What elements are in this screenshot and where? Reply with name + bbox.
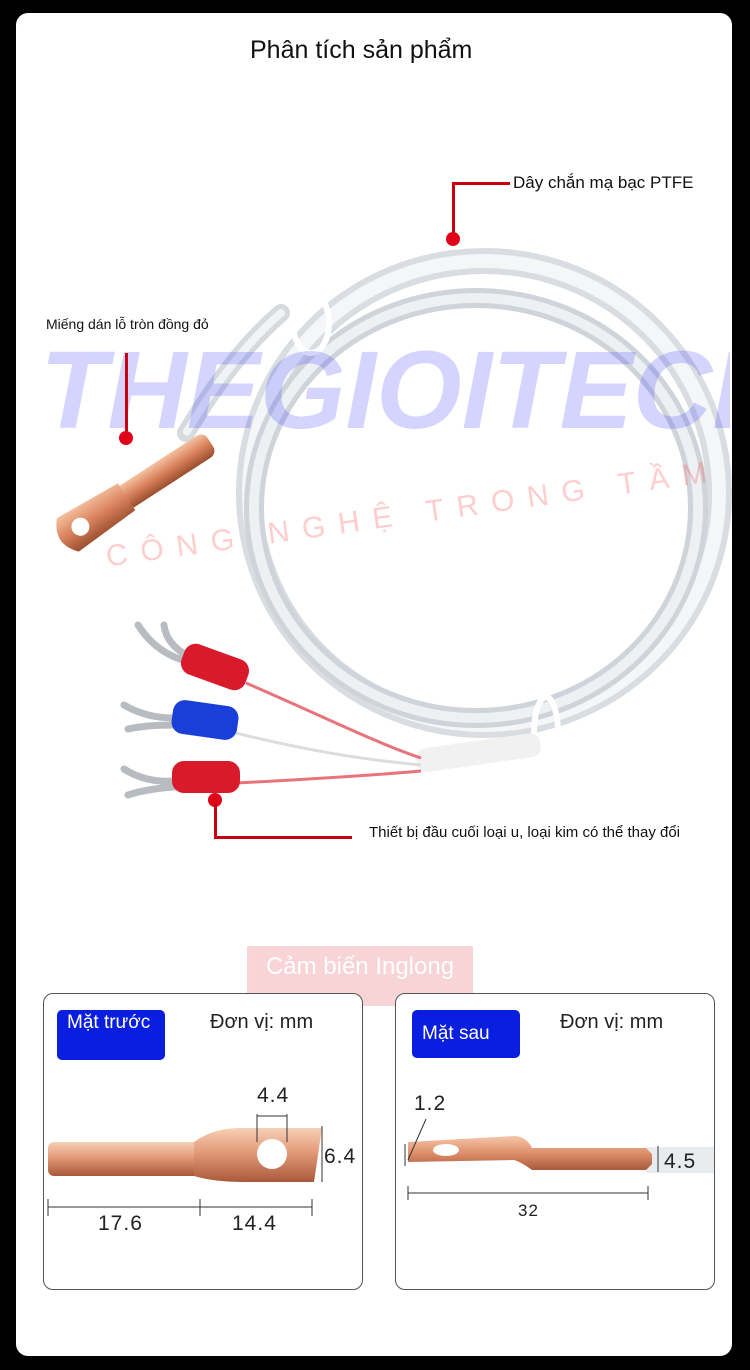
front-badge: Mặt trước	[57, 1010, 165, 1060]
callout-line-terminal-h	[214, 836, 352, 839]
cable-tie	[290, 290, 332, 356]
back-unit: Đơn vị: mm	[560, 1011, 664, 1033]
page-title: Phân tích sản phẩm	[250, 36, 473, 64]
cable-tie	[531, 694, 561, 772]
dim-width: 6.4	[324, 1145, 357, 1168]
copper-lug	[56, 434, 215, 552]
spade-terminal-blue	[120, 700, 239, 740]
dim-cable: 4.5	[664, 1150, 697, 1173]
callout-line-lug	[125, 353, 128, 433]
back-view-panel: Mặt sau Đơn vị: mm 1.2 4.5 32	[395, 993, 715, 1290]
front-lug-drawing	[47, 1114, 323, 1216]
callout-dot-shield	[446, 232, 460, 246]
product-card: Phân tích sản phẩm	[16, 13, 732, 1356]
label-lug: Miếng dán lỗ tròn đồng đỏ	[46, 316, 209, 332]
label-shield: Dây chắn mạ bạc PTFE	[513, 173, 694, 192]
callout-dot-terminal	[208, 793, 222, 807]
back-badge: Mặt sau	[412, 1010, 520, 1058]
dim-thickness: 1.2	[414, 1092, 447, 1115]
dim-length: 32	[518, 1201, 539, 1220]
product-illustration	[56, 248, 732, 799]
callout-dot-lug	[119, 431, 133, 445]
dim-head: 14.4	[232, 1212, 277, 1235]
spade-terminal-red	[134, 621, 250, 691]
front-unit: Đơn vị: mm	[210, 1011, 314, 1033]
braided-cable	[177, 248, 732, 738]
callout-line-shield-v	[452, 182, 455, 238]
front-view-panel: Mặt trước Đơn vị: mm 4.4 6.4 17.	[43, 993, 363, 1290]
lead-wires	[235, 681, 541, 785]
dim-tube: 17.6	[98, 1212, 143, 1235]
callout-line-terminal-v	[214, 803, 217, 838]
dim-hole: 4.4	[257, 1084, 290, 1107]
callout-line-shield	[452, 182, 510, 185]
spade-terminal-red-2	[120, 761, 240, 799]
back-lug-drawing	[404, 1118, 714, 1200]
label-terminal: Thiết bị đầu cuối loại u, loại kim có th…	[369, 824, 681, 841]
